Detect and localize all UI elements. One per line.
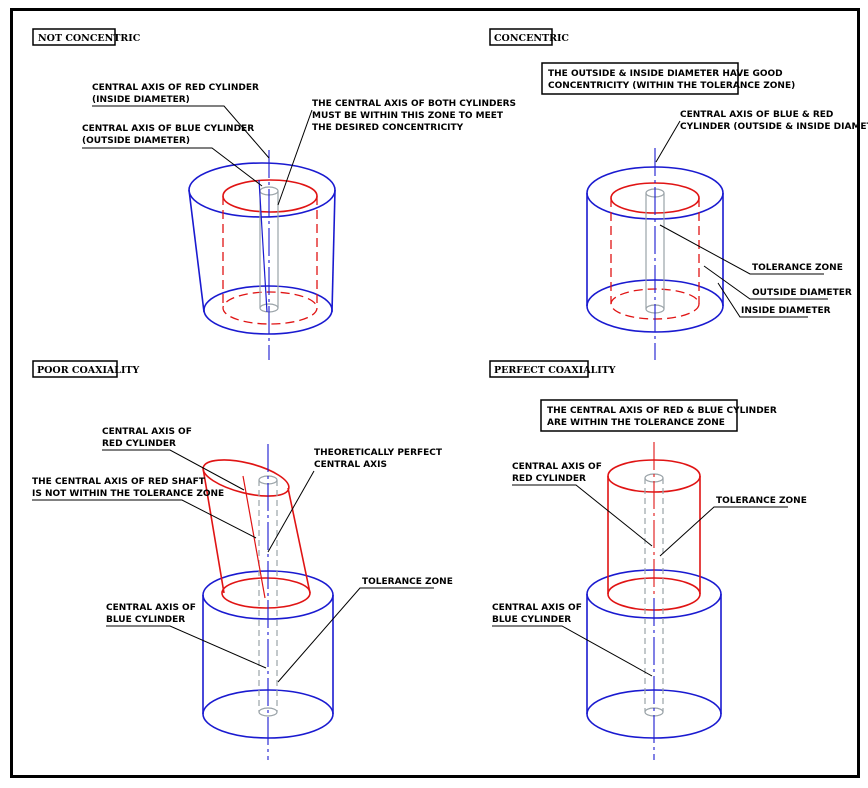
note-line-2: CONCENTRICITY (WITHIN THE TOLERANCE ZONE… bbox=[548, 81, 795, 91]
label-zone-1: THE CENTRAL AXIS OF BOTH CYLINDERS bbox=[312, 99, 516, 109]
leader-line bbox=[277, 587, 434, 683]
red-inner-cylinder bbox=[222, 179, 318, 325]
label-axis-1: CENTRAL AXIS OF BLUE & RED bbox=[680, 110, 833, 120]
panel-concentric: CONCENTRIC THE OUTSIDE & INSIDE DIAMETER… bbox=[489, 28, 868, 360]
note-line-1: THE OUTSIDE & INSIDE DIAMETER HAVE GOOD bbox=[548, 69, 783, 79]
leader-line bbox=[655, 120, 681, 163]
panel-header: CONCENTRIC bbox=[494, 33, 569, 44]
leader-line bbox=[717, 282, 808, 318]
leader-line bbox=[659, 506, 788, 557]
note-line-1: THE CENTRAL AXIS OF RED & BLUE CYLINDER bbox=[547, 406, 777, 416]
drawing-frame bbox=[10, 8, 860, 778]
leader-line bbox=[492, 625, 653, 677]
note-line-2: ARE WITHIN THE TOLERANCE ZONE bbox=[547, 418, 725, 428]
label-zone-3: THE DESIRED CONCENTRICITY bbox=[312, 123, 464, 133]
leader-line bbox=[267, 470, 315, 553]
header-box bbox=[32, 28, 116, 46]
panel-header: PERFECT COAXIALITY bbox=[494, 365, 616, 376]
leader-line bbox=[659, 224, 824, 275]
label-tolerance: TOLERANCE ZONE bbox=[716, 496, 807, 506]
label-zone-2: MUST BE WITHIN THIS ZONE TO MEET bbox=[312, 111, 504, 121]
label-blue-axis-2: (OUTSIDE DIAMETER) bbox=[82, 136, 190, 146]
label-blue-axis-1: CENTRAL AXIS OF bbox=[106, 603, 196, 613]
label-axis-2: CYLINDER (OUTSIDE & INSIDE DIAMETER) bbox=[680, 122, 868, 132]
note-box bbox=[540, 399, 738, 432]
leader-line bbox=[32, 499, 257, 539]
panel-perfect-coaxiality: PERFECT COAXIALITY THE CENTRAL AXIS OF R… bbox=[489, 360, 807, 760]
label-perfect-1: THEORETICALLY PERFECT bbox=[314, 448, 443, 458]
label-tolerance: TOLERANCE ZONE bbox=[362, 577, 453, 587]
leader-line bbox=[106, 625, 267, 669]
label-blue-axis-2: BLUE CYLINDER bbox=[492, 615, 571, 625]
label-blue-axis-1: CENTRAL AXIS OF bbox=[492, 603, 582, 613]
leader-line bbox=[277, 109, 313, 206]
panel-header: POOR COAXIALITY bbox=[37, 365, 139, 376]
blue-cylinder-axis bbox=[258, 179, 268, 313]
panel-header: NOT CONCENTRIC bbox=[38, 33, 141, 44]
label-not-within-2: IS NOT WITHIN THE TOLERANCE ZONE bbox=[32, 489, 224, 499]
leader-line bbox=[82, 147, 263, 187]
label-red-axis-2: RED CYLINDER bbox=[102, 439, 176, 449]
label-red-axis-2: RED CYLINDER bbox=[512, 474, 586, 484]
header-box bbox=[32, 360, 118, 378]
label-red-axis-2: (INSIDE DIAMETER) bbox=[92, 95, 190, 105]
note-box bbox=[541, 62, 739, 95]
blue-outer-cylinder bbox=[188, 162, 336, 335]
label-red-axis-1: CENTRAL AXIS OF bbox=[102, 427, 192, 437]
label-blue-axis-2: BLUE CYLINDER bbox=[106, 615, 185, 625]
label-inside: INSIDE DIAMETER bbox=[741, 306, 831, 316]
label-red-axis-1: CENTRAL AXIS OF bbox=[512, 462, 602, 472]
leader-line bbox=[703, 265, 828, 300]
label-tolerance: TOLERANCE ZONE bbox=[752, 263, 843, 273]
label-perfect-2: CENTRAL AXIS bbox=[314, 460, 387, 470]
label-outside: OUTSIDE DIAMETER bbox=[752, 288, 852, 298]
leader-line bbox=[92, 105, 270, 159]
header-box bbox=[489, 28, 553, 46]
header-box bbox=[489, 360, 589, 378]
red-tilted-cylinder bbox=[202, 459, 311, 609]
panel-poor-coaxiality: POOR COAXIALITY CENTRAL AXIS OF RED CYLI… bbox=[32, 360, 453, 760]
leader-line bbox=[102, 449, 245, 491]
label-blue-axis-1: CENTRAL AXIS OF BLUE CYLINDER bbox=[82, 124, 254, 134]
label-red-axis-1: CENTRAL AXIS OF RED CYLINDER bbox=[92, 83, 259, 93]
leader-line bbox=[512, 484, 653, 547]
label-not-within-1: THE CENTRAL AXIS OF RED SHAFT bbox=[32, 477, 206, 487]
panel-not-concentric: NOT CONCENTRIC CENTRAL AXIS OF RED CYLIN… bbox=[32, 28, 516, 360]
